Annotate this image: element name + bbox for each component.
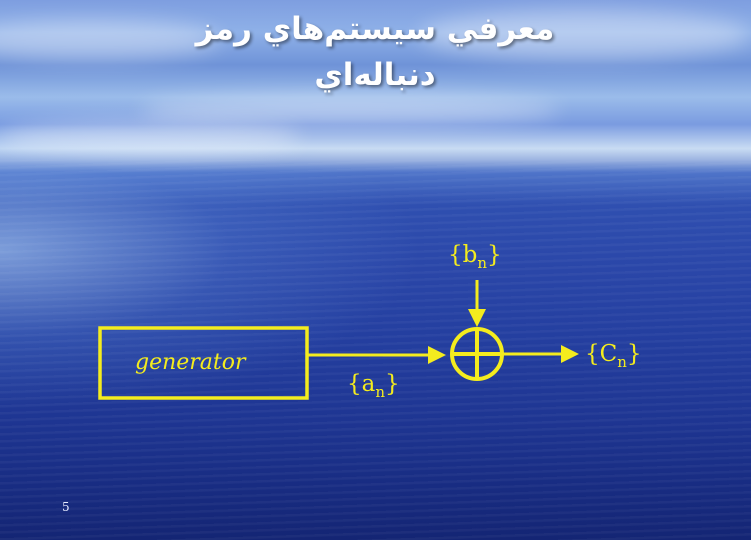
cloud — [420, 10, 750, 60]
title-line-1: معرفي سيستم‌هاي رمز — [195, 11, 555, 47]
xor-adder-icon — [450, 327, 504, 381]
title-line-2: دنباله‌اي — [314, 57, 436, 93]
keystream-arrowhead — [428, 346, 446, 364]
cloud — [140, 95, 560, 125]
slide-title: معرفي سيستم‌هاي رمز دنباله‌اي — [60, 6, 690, 98]
cloud — [0, 20, 220, 60]
cloud — [0, 120, 300, 155]
label-c-n: {Cn} — [585, 341, 642, 371]
label-b-n: {bn} — [448, 242, 502, 272]
label-a-n: {an} — [347, 371, 400, 401]
water-ripples — [0, 160, 751, 540]
generator-box — [98, 326, 309, 400]
plaintext-arrowhead — [468, 309, 486, 327]
output-arrowhead — [561, 345, 579, 363]
page-number: 5 — [62, 500, 70, 514]
generator-label: generator — [135, 350, 247, 375]
